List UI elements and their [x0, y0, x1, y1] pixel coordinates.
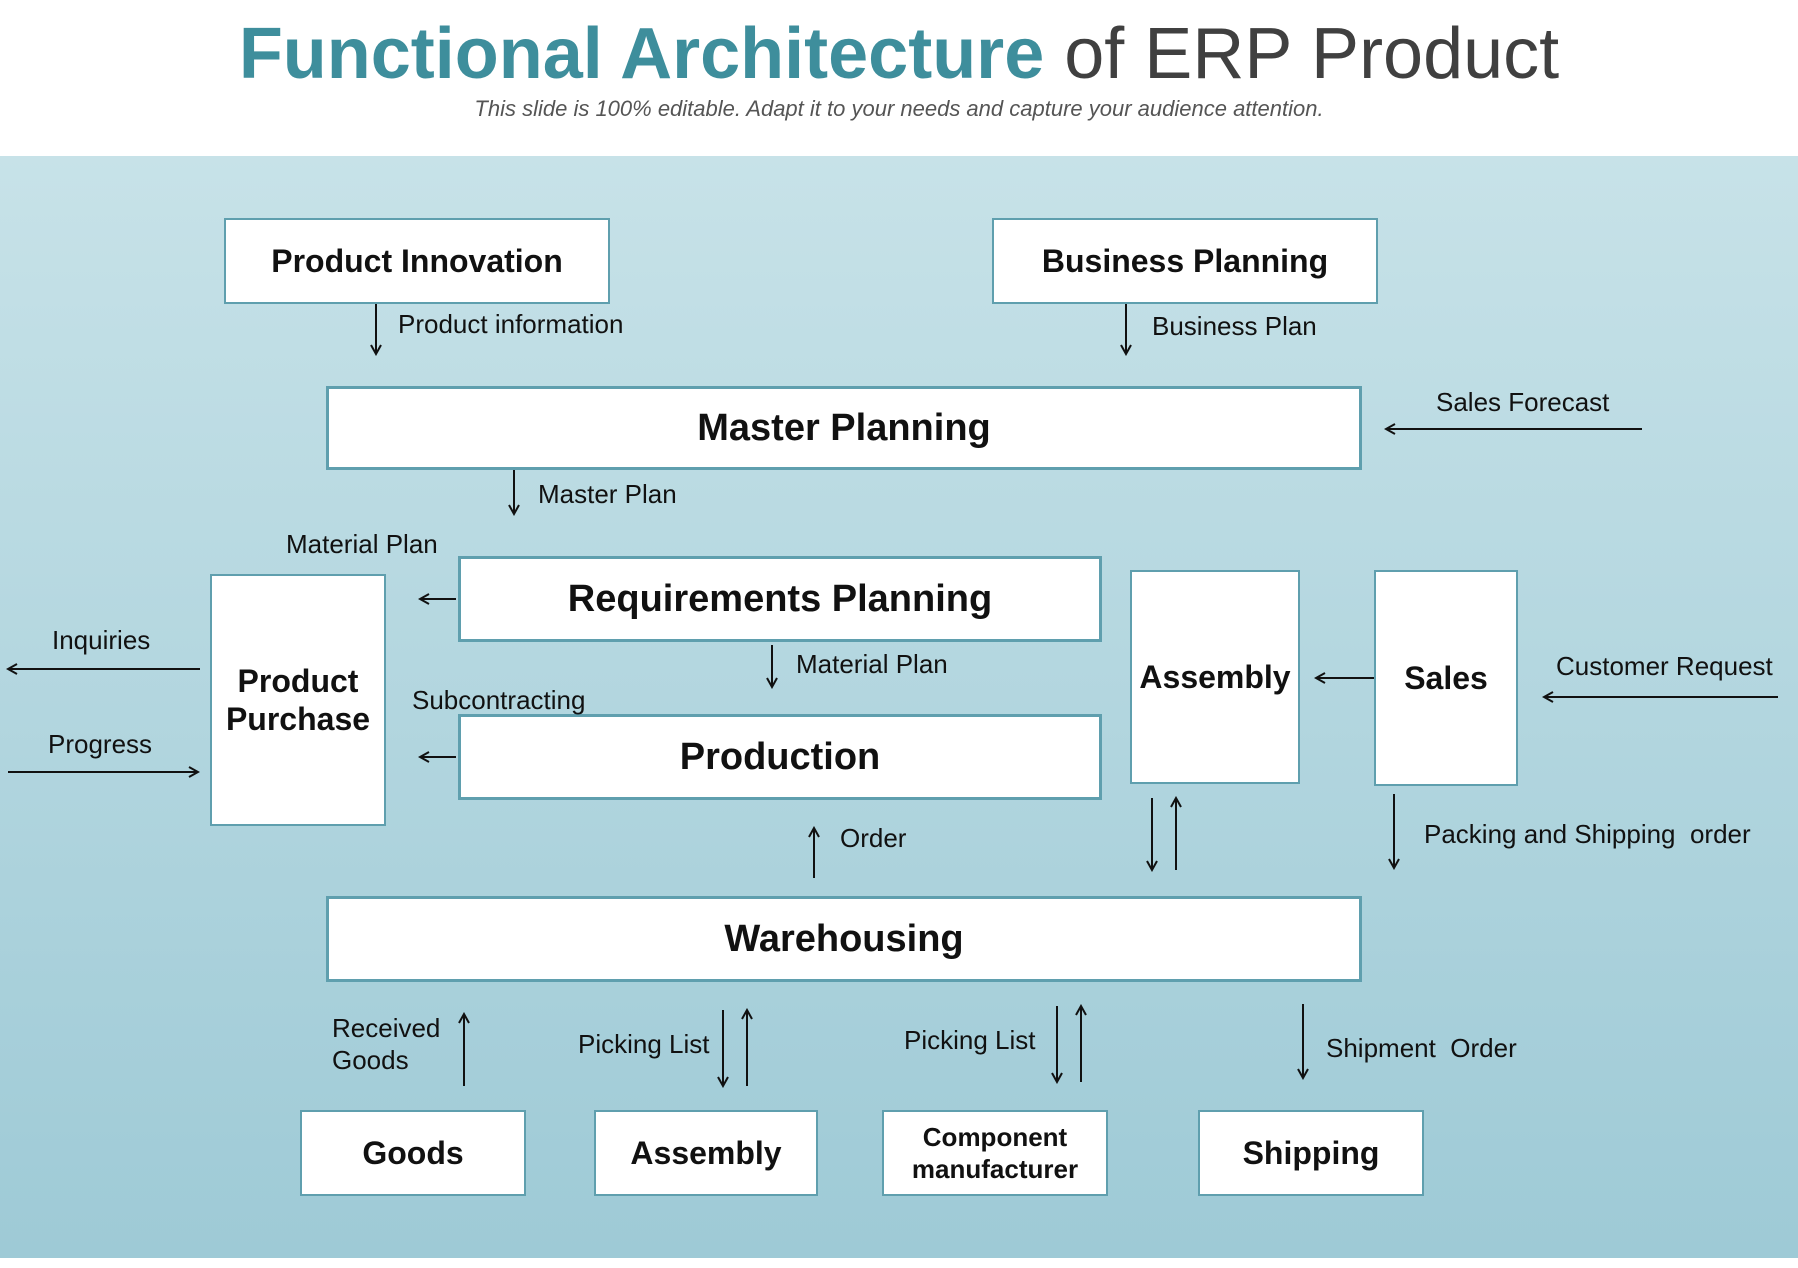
- label-progress: Progress: [48, 729, 153, 759]
- sales-box: Sales: [1374, 570, 1518, 786]
- label-inquiries: Inquiries: [52, 625, 151, 655]
- label-product-information: Product information: [398, 309, 624, 339]
- product-purchase-box: Product Purchase: [210, 574, 386, 826]
- goods-box: Goods: [300, 1110, 526, 1196]
- assembly-top-box: Assembly: [1130, 570, 1300, 784]
- label-order: Order: [840, 823, 907, 853]
- label-packing-shipping-order: Packing and Shipping order: [1424, 819, 1751, 849]
- product-innovation-box: Product Innovation: [224, 218, 610, 304]
- warehousing-box: Warehousing: [326, 896, 1362, 982]
- label-picking-list-2: Picking List: [904, 1025, 1036, 1055]
- requirements-planning-box: Requirements Planning: [458, 556, 1102, 642]
- title-rest: of ERP Product: [1044, 14, 1560, 94]
- assembly-bottom-box: Assembly: [594, 1110, 818, 1196]
- label-picking-list-1: Picking List: [578, 1029, 710, 1059]
- component-manufacturer-box: Component manufacturer: [882, 1110, 1108, 1196]
- page-subtitle: This slide is 100% editable. Adapt it to…: [474, 96, 1324, 121]
- shipping-box: Shipping: [1198, 1110, 1424, 1196]
- page-title: Functional Architecture of ERP Product: [0, 12, 1798, 96]
- production-box: Production: [458, 714, 1102, 800]
- label-shipment-order: Shipment Order: [1326, 1033, 1517, 1063]
- label-material-plan-top: Material Plan: [286, 529, 438, 559]
- label-business-plan: Business Plan: [1152, 311, 1317, 341]
- label-received-goods: Received Goods: [332, 1013, 441, 1075]
- label-subcontracting: Subcontracting: [412, 685, 586, 715]
- label-sales-forecast: Sales Forecast: [1436, 387, 1610, 417]
- label-master-plan: Master Plan: [538, 479, 677, 509]
- title-accent: Functional Architecture: [238, 14, 1045, 94]
- label-customer-request: Customer Request: [1556, 651, 1773, 681]
- master-planning-box: Master Planning: [326, 386, 1362, 470]
- label-material-plan-mid: Material Plan: [796, 649, 948, 679]
- business-planning-box: Business Planning: [992, 218, 1378, 304]
